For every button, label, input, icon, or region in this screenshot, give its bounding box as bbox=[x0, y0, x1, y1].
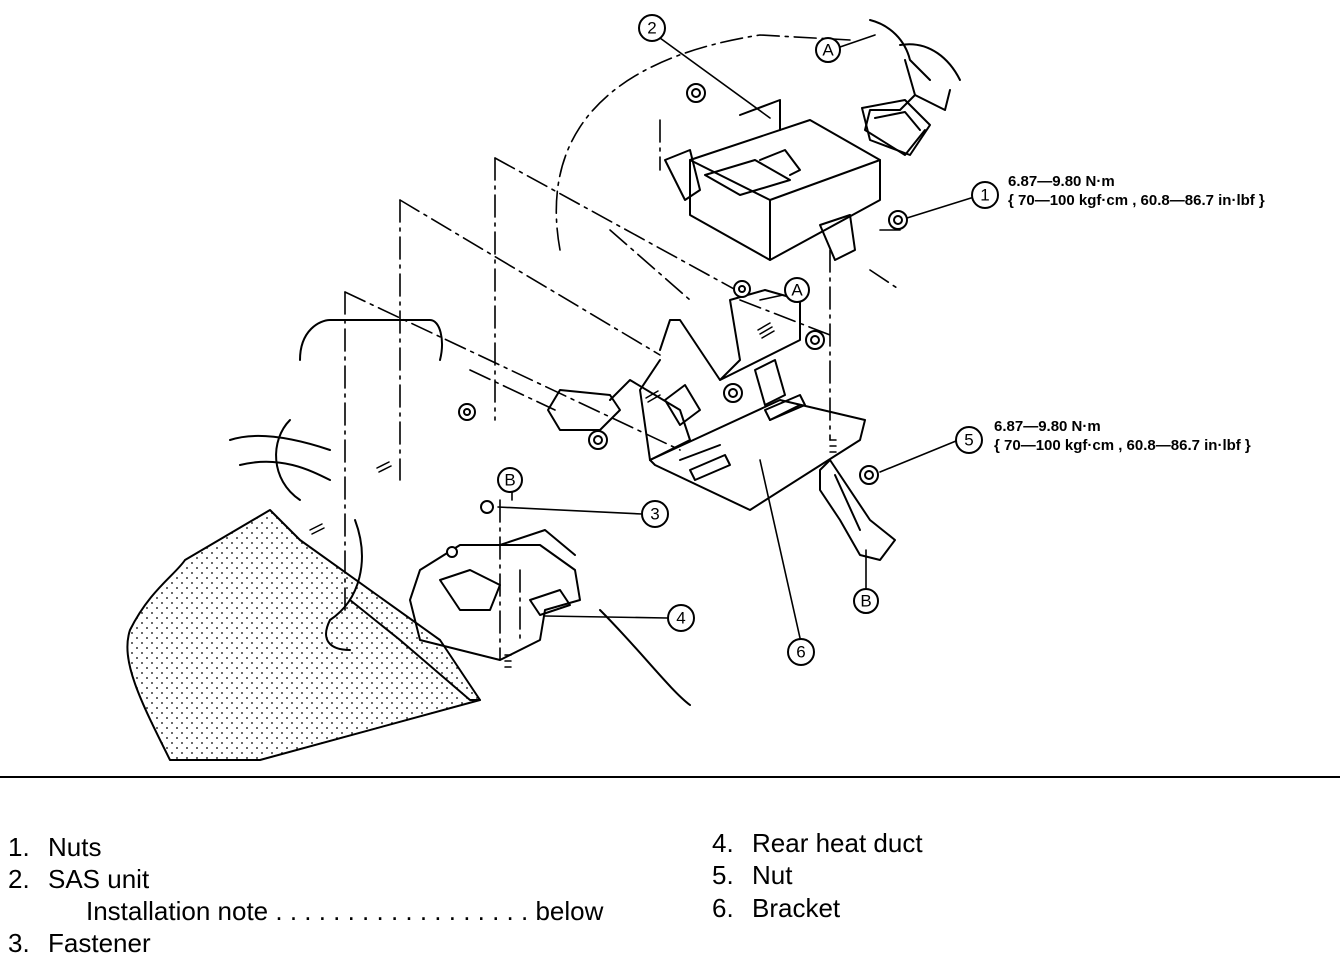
torque-spec-1-line1: 6.87—9.80 N·m bbox=[1008, 173, 1115, 190]
connector-plug bbox=[861, 99, 931, 156]
torque-spec-1-line2: { 70—100 kgf·cm , 60.8—86.7 in·lbf } bbox=[1008, 192, 1265, 209]
sas-unit bbox=[689, 119, 881, 261]
support-bracket bbox=[819, 459, 896, 561]
floor-surface bbox=[126, 509, 481, 761]
note-leader: . . . . . . . . . . . . . . . . . . bbox=[275, 896, 529, 926]
legend-item-1: 1. Nuts bbox=[8, 832, 101, 862]
note-label: Installation note bbox=[86, 896, 269, 926]
rear-heat-duct bbox=[409, 544, 581, 661]
callout-6: 6 bbox=[796, 643, 805, 662]
legend-label: Nuts bbox=[48, 832, 102, 862]
exploded-view-diagram: 2 A 1 A 5 B 3 4 6 B bbox=[126, 14, 999, 761]
legend-label: Bracket bbox=[752, 893, 841, 923]
legend-num: 5. bbox=[712, 860, 734, 890]
torque-spec-5-line1: 6.87—9.80 N·m bbox=[994, 418, 1101, 435]
installation-note: Installation note . . . . . . . . . . . … bbox=[86, 896, 603, 926]
legend-label: SAS unit bbox=[48, 864, 150, 894]
legend-label: Fastener bbox=[48, 928, 151, 958]
callout-1: 1 bbox=[980, 186, 989, 205]
callout-2: 2 bbox=[647, 19, 656, 38]
torque-spec-5-line2: { 70—100 kgf·cm , 60.8—86.7 in·lbf } bbox=[994, 437, 1251, 454]
console-outline bbox=[299, 319, 443, 361]
nut-shapes bbox=[446, 83, 908, 558]
legend-label: Rear heat duct bbox=[752, 828, 923, 858]
torque-spec-nut-1: 6.87—9.80 N·m { 70—100 kgf·cm , 60.8—86.… bbox=[1008, 172, 1265, 210]
legend-item-3: 3. Fastener bbox=[8, 928, 151, 958]
ref-a-top: A bbox=[822, 41, 834, 60]
ref-a-mid: A bbox=[791, 281, 803, 300]
legend-label: Nut bbox=[752, 860, 793, 890]
legend-item-2: 2. SAS unit bbox=[8, 864, 149, 894]
legend-item-6: 6. Bracket bbox=[712, 893, 840, 923]
legend-num: 1. bbox=[8, 832, 30, 862]
torque-spec-nut-5: 6.87—9.80 N·m { 70—100 kgf·cm , 60.8—86.… bbox=[994, 417, 1251, 455]
legend-num: 2. bbox=[8, 864, 30, 894]
note-ref: below bbox=[535, 896, 604, 926]
callout-5: 5 bbox=[964, 431, 973, 450]
legend-num: 4. bbox=[712, 828, 734, 858]
legend-item-4: 4. Rear heat duct bbox=[712, 828, 923, 858]
ref-b-right: B bbox=[860, 592, 871, 611]
bracket bbox=[649, 399, 866, 511]
legend-item-5: 5. Nut bbox=[712, 860, 792, 890]
callout-4: 4 bbox=[676, 609, 685, 628]
legend-num: 3. bbox=[8, 928, 30, 958]
legend-divider bbox=[0, 776, 1340, 778]
ref-b-left: B bbox=[504, 471, 515, 490]
legend-num: 6. bbox=[712, 893, 734, 923]
callout-3: 3 bbox=[650, 505, 659, 524]
